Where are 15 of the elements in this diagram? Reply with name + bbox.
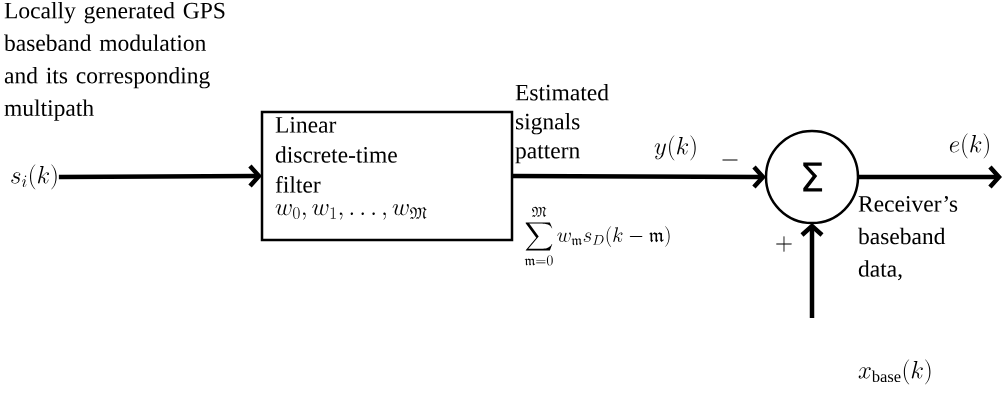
arrow xyxy=(858,165,1002,189)
receiver-text: Receiver’s baseband data, xyxy=(858,196,958,281)
sign-label: $-$ xyxy=(722,159,738,161)
arrow xyxy=(800,223,824,318)
filter-box: Linear discrete-time filter $w_0, w_1, \ldots, w_{\mathfrak{M}}$ xyxy=(260,110,514,242)
signal-label: $s_i(k)$ xyxy=(11,164,57,190)
edge-label: $e(k)$ xyxy=(949,133,989,159)
edge-label: Estimated signals pattern xyxy=(515,84,609,164)
description-text: Locally generated GPS baseband modulation and its corresponding multipath xyxy=(4,2,225,121)
sum-formula: $\sum_{\mathfrak{m}=0}^{\mathfrak{M}} w_{\mathfrak{m}} s_D(k-\mathfrak{m})$ xyxy=(524,206,670,266)
sign-label: $+$ xyxy=(776,236,792,252)
arrow xyxy=(512,165,766,189)
arrow xyxy=(58,164,262,188)
signal-label: $x_{\mathrm{base}}(k)$ xyxy=(858,359,931,385)
signal-label: $y(k)$ xyxy=(654,135,696,161)
